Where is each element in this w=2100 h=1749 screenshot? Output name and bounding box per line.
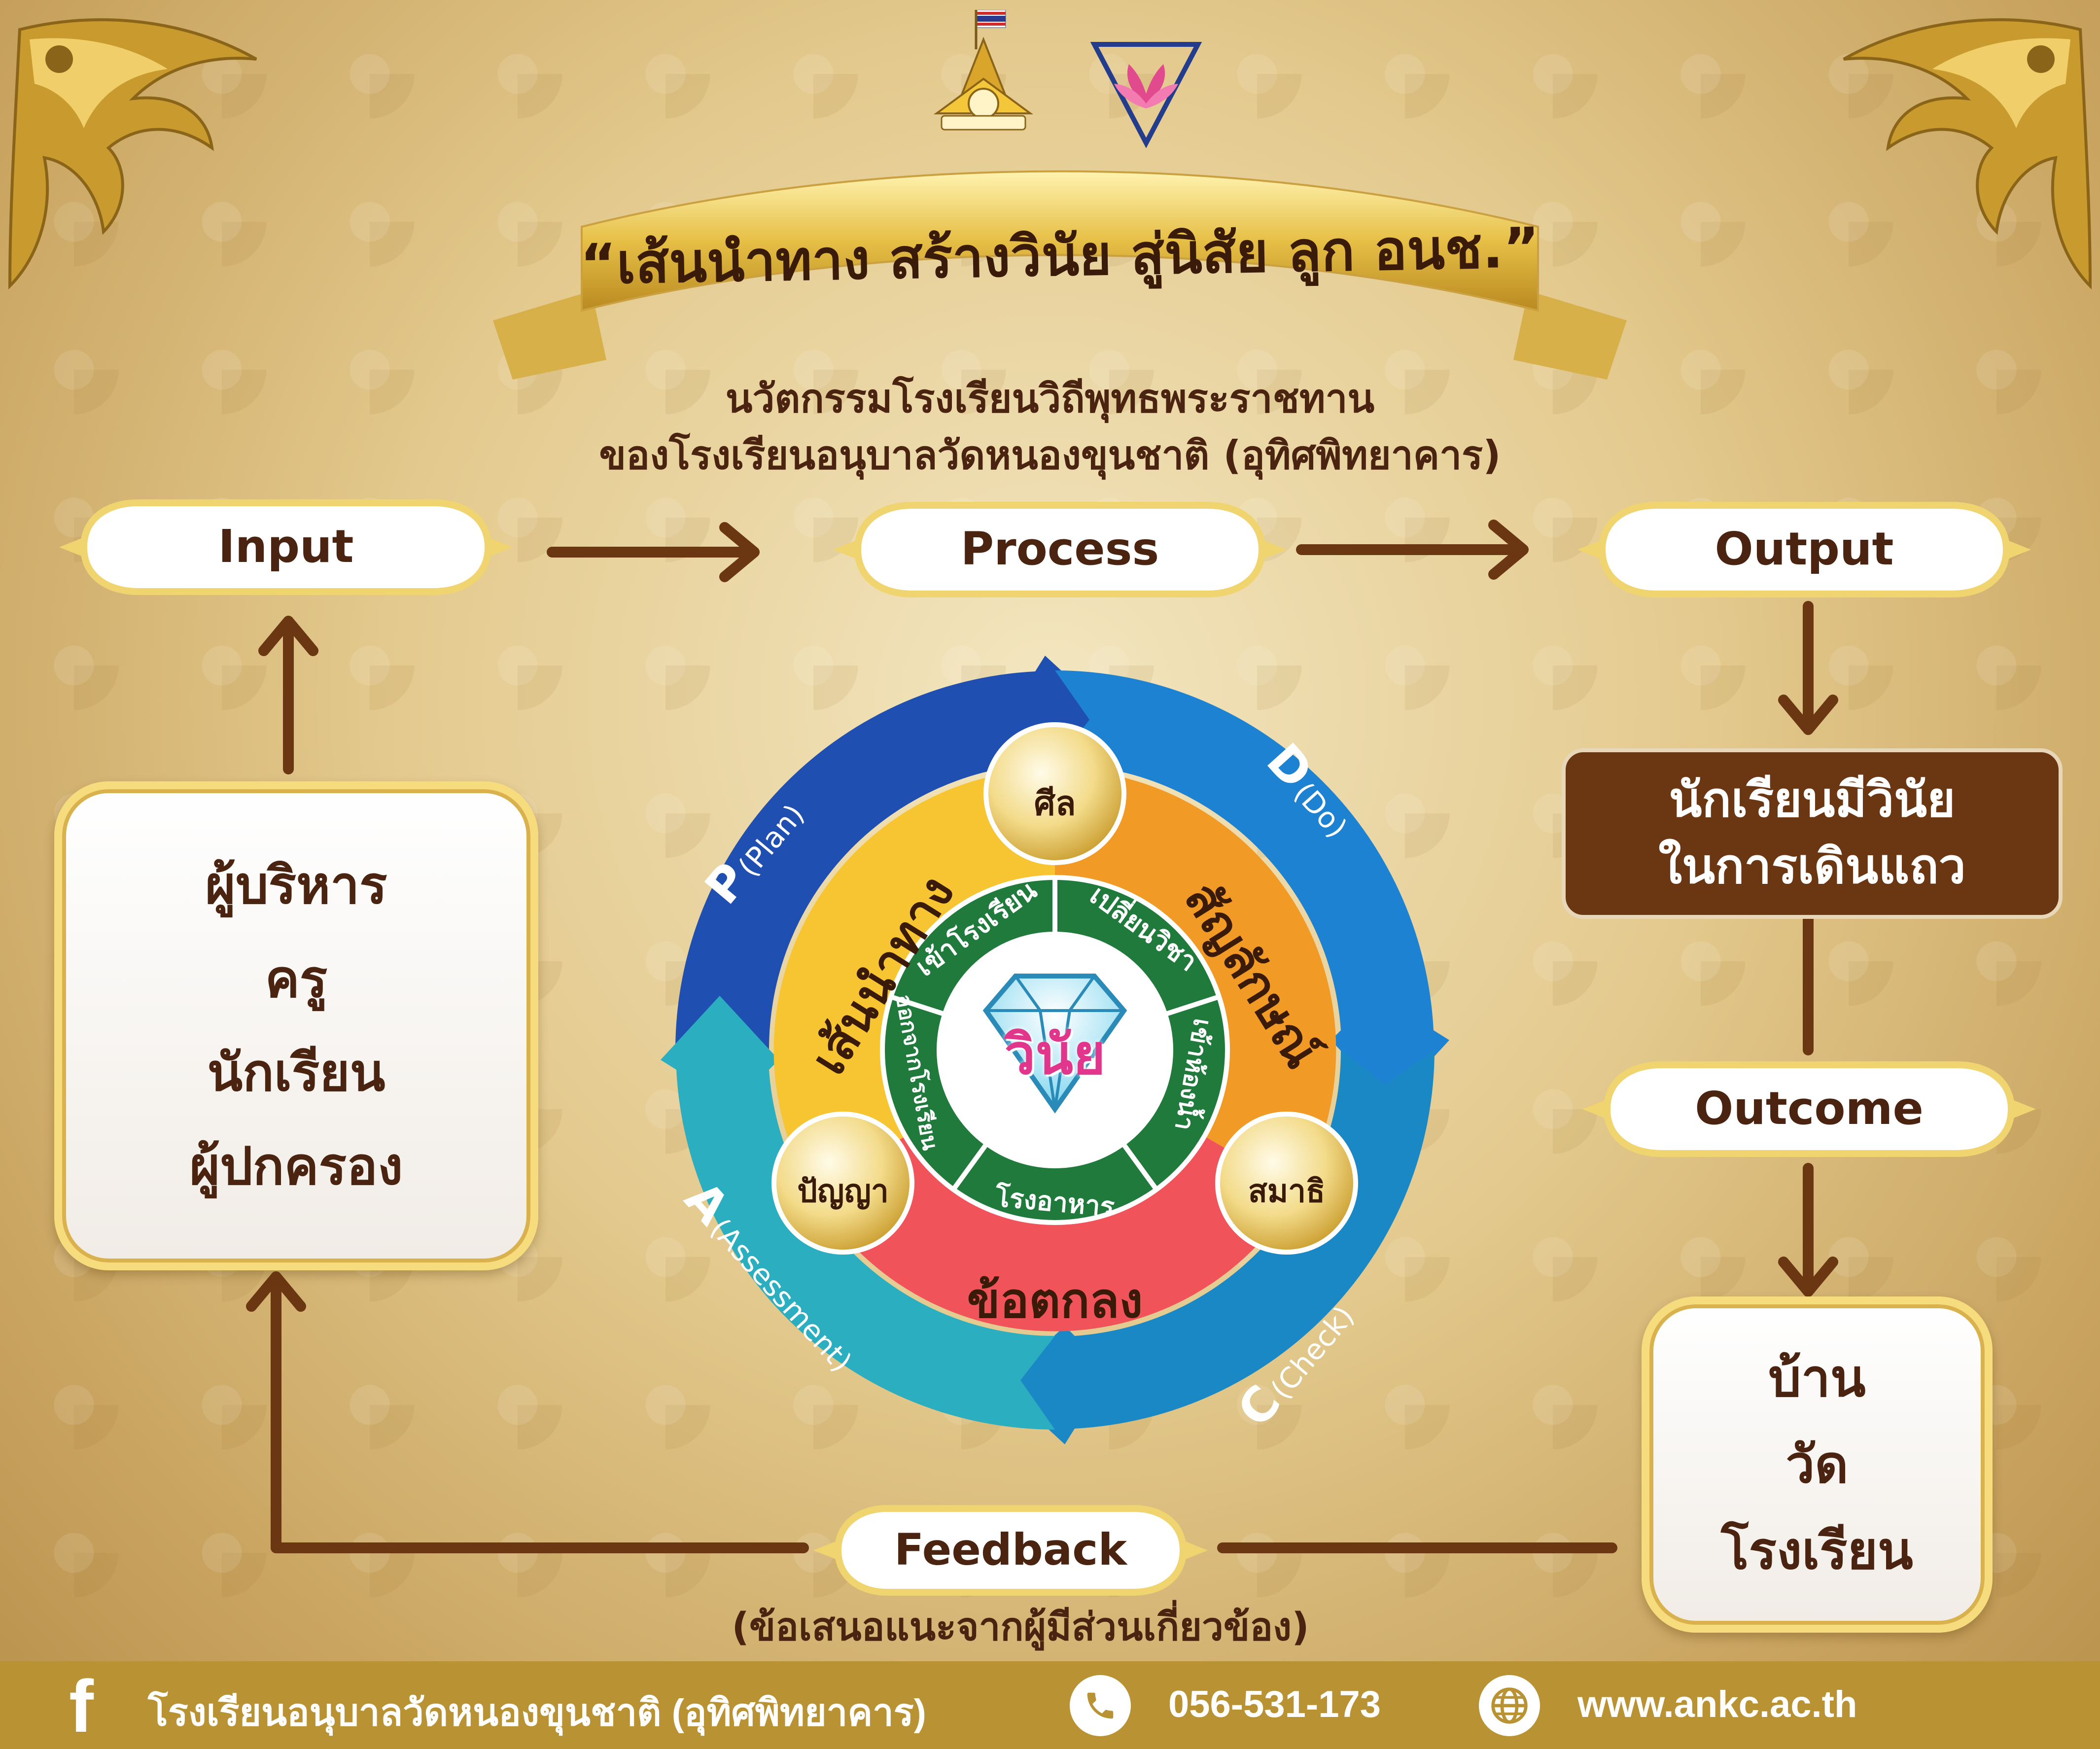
outcome-pill — [1582, 1061, 2036, 1157]
footer-phone[interactable]: 056-531-173 — [1168, 1683, 1381, 1725]
pdca-wheel — [661, 656, 1449, 1444]
stakeholder-item: ครู — [265, 949, 328, 1009]
outcome-box: บ้าน วัด โรงเรียน — [1642, 1296, 1993, 1633]
facebook-icon[interactable]: f — [69, 1665, 94, 1748]
stakeholder-item: ผู้ปกครอง — [189, 1136, 403, 1196]
stakeholder-item: ผู้บริหาร — [205, 855, 387, 915]
phone-icon — [1070, 1675, 1131, 1736]
school-emblem-logo-icon — [1090, 42, 1202, 148]
process-pill — [833, 502, 1287, 597]
stakeholders-box: ผู้บริหาร ครู นักเรียน ผู้ปกครอง — [54, 781, 538, 1270]
feedback-label: Feedback — [894, 1524, 1127, 1575]
circle-sila: ศีล — [1034, 784, 1076, 823]
output-label: Output — [1715, 523, 1894, 575]
corner-ornament-left-icon — [8, 18, 257, 290]
input-pill — [59, 499, 513, 595]
output-line-2: ในการเดินแถว — [1658, 839, 1966, 895]
outcome-item: โรงเรียน — [1721, 1520, 1913, 1581]
input-label: Input — [218, 520, 354, 573]
feedback-note: (ข้อเสนอแนะจากผู้มีส่วนเกี่ยวข้อง) — [732, 1605, 1309, 1649]
output-line-1: นักเรียนมีวินัย — [1669, 772, 1956, 828]
output-pill — [1577, 502, 2031, 597]
flow-arrows — [246, 520, 1838, 1553]
segment-agreement: ข้อตกลง — [967, 1273, 1143, 1329]
outcome-item: วัด — [1785, 1434, 1849, 1495]
circle-samadhi: สมาธิ — [1248, 1173, 1326, 1210]
buddhist-school-logo-icon — [933, 10, 1034, 131]
title-ribbon — [493, 170, 1627, 380]
output-result-box: นักเรียนมีวินัย ในการเดินแถว — [1562, 748, 2063, 919]
wheel-center-label: วินัย — [1004, 1023, 1106, 1087]
feedback-pill — [813, 1505, 1208, 1596]
subtitle-line-2: ของโรงเรียนอนุบาลวัดหนองขุนชาติ (อุทิศพิ… — [599, 432, 1501, 478]
outcome-label: Outcome — [1695, 1082, 1924, 1135]
globe-icon — [1479, 1675, 1540, 1736]
corner-ornament-right-icon — [1843, 18, 2092, 290]
stakeholder-item: นักเรียน — [207, 1043, 385, 1103]
footer-bar: f โรงเรียนอนุบาลวัดหนองขุนชาติ (อุทิศพิท… — [0, 1661, 2100, 1749]
process-label: Process — [960, 523, 1159, 575]
outcome-item: บ้าน — [1768, 1348, 1866, 1408]
circle-panya: ปัญญา — [797, 1173, 889, 1210]
footer-school-name[interactable]: โรงเรียนอนุบาลวัดหนองขุนชาติ (อุทิศพิทยา… — [148, 1692, 926, 1734]
footer-website[interactable]: www.ankc.ac.th — [1577, 1683, 1857, 1725]
subtitle-line-1: นวัตกรรมโรงเรียนวิถีพุทธพระราชทาน — [725, 376, 1375, 421]
